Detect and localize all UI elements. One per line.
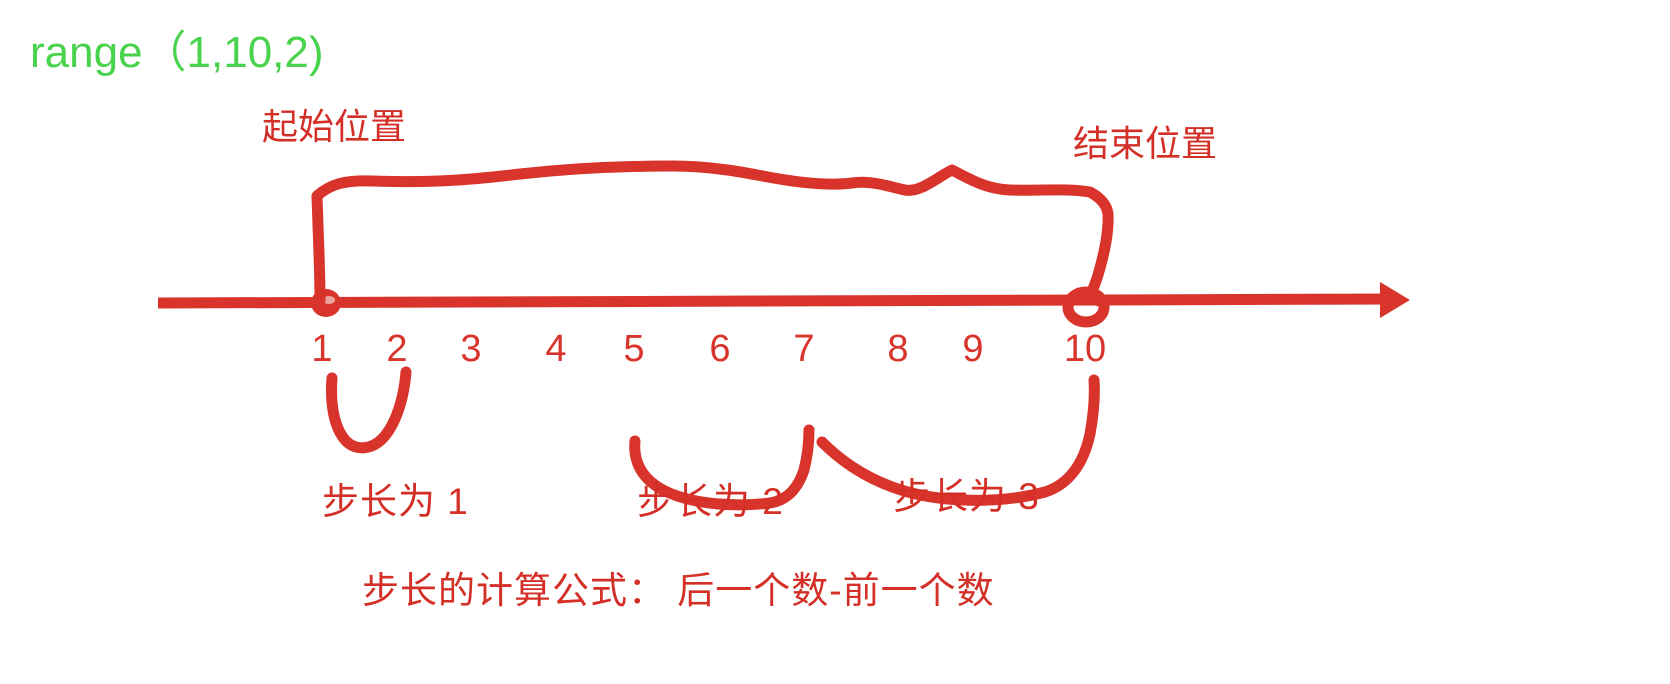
tick-label-5: 5: [623, 328, 645, 370]
step-arc-2: [629, 424, 815, 511]
axis-arrowhead: [1380, 282, 1410, 318]
step-formula-label: 步长的计算公式： 后一个数-前一个数: [362, 570, 995, 611]
tick-label-10: 10: [1063, 328, 1107, 370]
tick-label-3: 3: [460, 328, 482, 370]
step-length-2-label: 步长为 2: [637, 481, 784, 522]
tick-label-2: 2: [386, 328, 408, 370]
step-arc-3: [816, 374, 1100, 506]
range-span-bracket: [311, 160, 1114, 306]
tick-label-9: 9: [962, 328, 984, 370]
tick-label-1: 1: [311, 328, 333, 370]
tick-label-row: 1 2 3 4 5 6 7 8 9 10: [0, 328, 1670, 372]
step-arc-1: [326, 366, 412, 454]
tick-label-6: 6: [709, 328, 731, 370]
tick-label-7: 7: [793, 328, 815, 370]
tick-label-4: 4: [545, 328, 567, 370]
axis-line-group: [157, 282, 1410, 318]
step-length-1-label: 步长为 1: [322, 481, 469, 522]
start-position-label: 起始位置: [262, 106, 407, 147]
tick-label-8: 8: [887, 328, 909, 370]
range-title: range（1,10,2): [30, 28, 324, 77]
axis-line: [157, 293, 1399, 309]
step-length-3-label: 步长为 3: [893, 476, 1040, 517]
end-position-label: 结束位置: [1073, 123, 1218, 164]
